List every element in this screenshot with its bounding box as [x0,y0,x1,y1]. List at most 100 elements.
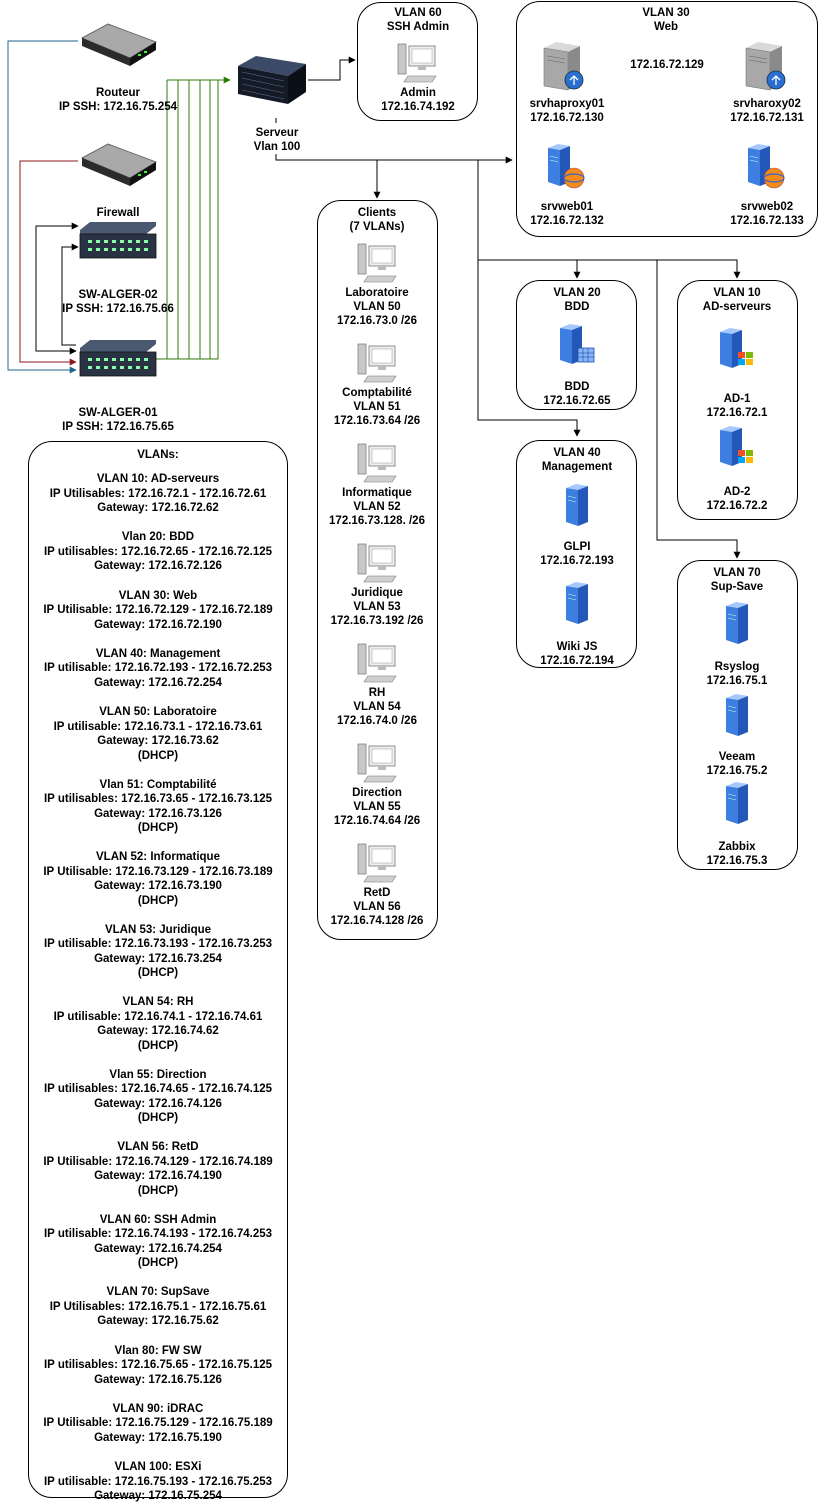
vlan-entry-range: IP utilisables: 172.16.74.65 - 172.16.74… [43,1083,273,1096]
vlan-entry-head: VLAN 100: ESXi [114,1461,202,1474]
vlan70-host-1-name: Rsyslog [714,661,760,673]
workstation-icon [357,343,397,383]
vlan10-host-2-name: AD-2 [723,486,751,498]
vlan-entry-dhcp: (DHCP) [137,1257,179,1270]
vlan-entry-dhcp: (DHCP) [137,822,179,835]
vlan40-host-2-name: Wiki JS [556,641,598,653]
vlan30-host-4-ip: 172.16.72.133 [730,215,804,227]
vlan30-host-3-ip: 172.16.72.132 [530,215,604,227]
client-network: 172.16.73.128. /26 [329,515,425,527]
vlan60-ip: 172.16.74.192 [381,101,455,113]
vlan10-box [677,280,798,520]
client-vlan: VLAN 52 [353,501,401,513]
vlan-entry-range: IP utilisables: 172.16.75.65 - 172.16.75… [43,1359,273,1371]
client-vlan: VLAN 51 [353,401,401,413]
vlan20-subtitle: BDD [564,301,590,313]
link-switch-serveur [156,76,231,360]
vlan-entry-head: Vlan 80: FW SW [114,1344,202,1357]
vlan30-host-4-name: srvweb02 [740,201,794,213]
vlan30-host-3-name: srvweb01 [540,201,594,213]
vlan-entry-range: IP Utilisable: 172.16.73.129 - 172.16.73… [43,865,273,878]
client-vlan: VLAN 55 [353,801,401,813]
client-name: RetD [363,887,391,899]
vlan-entry-head: VLAN 10: AD-serveurs [96,473,220,485]
vlan-entry-dhcp: (DHCP) [137,1184,179,1197]
router-icon-2 [81,143,157,186]
vlan30-host-1-name: srvhaproxy01 [529,98,605,110]
vlan30-vip: 172.16.72.129 [630,59,704,71]
vlan-entry-head: VLAN 50: Laboratoire [99,706,217,719]
switch-icon-sw-alger-01 [79,340,157,377]
vlan-entry-head: VLAN 30: Web [118,589,198,602]
vlan30-subtitle: Web [653,21,679,33]
vlan-entry-gw: Gateway: 172.16.75.62 [97,1315,219,1328]
switch-icon-firewall [79,222,157,259]
vlan-entry-head: VLAN 40: Management [95,647,221,660]
sw-alger-01-ip: IP SSH: 172.16.75.65 [62,421,174,433]
vlan-entry-gw: Gateway: 172.16.74.254 [94,1242,222,1255]
vlan-entry-dhcp: (DHCP) [137,894,179,907]
server-icon-veeam [726,694,748,736]
client-vlan: VLAN 50 [353,301,401,313]
vlan20-ip: 172.16.72.65 [543,395,611,407]
vlan-entry-gw: Gateway: 172.16.72.62 [97,502,219,514]
vlan-entry-gw: Gateway: 172.16.73.190 [94,880,222,893]
workstation-icon [357,243,397,283]
vlan10-host-1-name: AD-1 [723,393,751,405]
vlan-entry-gw: Gateway: 172.16.75.190 [94,1431,222,1444]
vlan-entry-gw: Gateway: 172.16.73.62 [97,735,219,748]
vlans-box [28,441,288,1498]
clients-subtitle: (7 VLANs) [349,221,405,233]
vlan-entry-dhcp: (DHCP) [137,749,179,762]
clients-box [317,200,438,940]
link-bus-vlan40 [477,160,581,437]
routeur-name: Routeur [95,87,141,99]
serveur-vlan: Vlan 100 [253,141,301,153]
vlan40-box [516,440,637,668]
vlan30-host-2-ip: 172.16.72.131 [730,112,804,124]
vlan-entry-gw: Gateway: 172.16.75.126 [94,1373,222,1386]
vlan-entry-dhcp: (DHCP) [137,1112,179,1125]
vlan-entry-head: VLAN 53: Juridique [104,923,212,936]
client-name: Informatique [342,487,412,499]
vlan-entry-head: VLAN 90: iDRAC [112,1402,204,1415]
serveur-label: Serveur [255,127,299,139]
vlan20-host: BDD [564,381,590,393]
workstation-icon [357,643,397,683]
client-name: Comptabilité [342,387,412,399]
vlan-entry-range: IP utilisables: 172.16.73.65 - 172.16.73… [43,793,273,806]
client-network: 172.16.74.0 /26 [337,715,417,727]
sw-alger-02-ip: IP SSH: 172.16.75.66 [62,303,174,315]
vlan30-title: VLAN 30 [642,7,690,19]
vlan20-title: VLAN 20 [553,287,601,299]
vlan-entry-head: Vlan 20: BDD [121,531,195,544]
link-bus-vlan10 [478,259,741,279]
vlan-entry-gw: Gateway: 172.16.72.254 [94,676,222,689]
sw-alger-01-name: SW-ALGER-01 [78,407,158,419]
vlan30-host-1-ip: 172.16.72.130 [530,112,604,124]
vlan-entry-range: IP Utilisable: 172.16.74.129 - 172.16.74… [43,1155,273,1168]
server-tower-icon-haproxy01 [543,42,584,91]
vlan-entry-head: VLAN 70: SupSave [106,1286,210,1299]
web-server-icon-srvweb02 [748,144,785,189]
router-icon [81,23,157,66]
vlan-entry-gw: Gateway: 172.16.74.62 [97,1025,219,1038]
vlan-entry-gw: Gateway: 172.16.72.126 [94,560,222,573]
client-network: 172.16.73.192 /26 [330,615,424,627]
vlan-entry-range: IP utilisable: 172.16.75.193 - 172.16.75… [43,1475,273,1488]
vlan-entry-range: IP Utilisable: 172.16.72.129 - 172.16.72… [43,604,273,617]
vlan70-host-3-ip: 172.16.75.3 [706,855,768,867]
vlan10-title: VLAN 10 [713,287,761,299]
vlan-entry-dhcp: (DHCP) [137,1039,179,1052]
server-tower-icon-haproxy02 [745,42,786,91]
vlan70-host-1-ip: 172.16.75.1 [706,675,768,687]
vlan70-host-3-name: Zabbix [718,841,756,853]
link-serveur-vlan60 [308,56,356,81]
workstation-icon-admin [397,43,437,83]
vlan10-host-2-ip: 172.16.72.2 [706,500,768,512]
vlan-entry-head: VLAN 54: RH [122,996,194,1009]
vlan-entry-head: VLAN 52: Informatique [96,851,220,864]
vlan-entry-head: VLAN 56: RetD [117,1141,199,1154]
vlan30-box [516,1,818,237]
server-icon-rsyslog [726,602,748,644]
